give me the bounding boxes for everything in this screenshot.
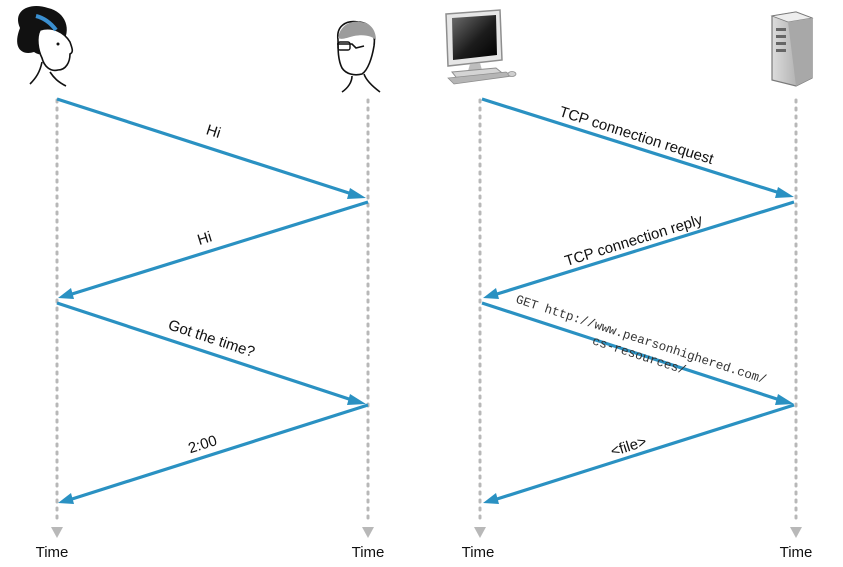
message-hi-2: Hi: [195, 228, 214, 248]
timeline-server: [790, 98, 802, 538]
message-tcp-reply: TCP connection reply: [563, 211, 705, 270]
time-label-woman: Time: [36, 544, 69, 561]
timeline-client: [474, 98, 486, 538]
arrow-hi-2: [58, 200, 369, 299]
timeline-man: [362, 98, 374, 538]
arrow-got-time: [56, 301, 366, 405]
arrow-2-00: [58, 403, 369, 504]
arrow-get-request: [481, 301, 794, 405]
arrow-tcp-reply: [483, 200, 795, 299]
message-tcp-request: TCP connection request: [557, 103, 716, 168]
arrow-hi-1: [56, 97, 366, 199]
time-label-server: Time: [780, 544, 813, 561]
arrow-file: [483, 403, 795, 504]
man-icon: [336, 20, 381, 93]
server-icon: [770, 11, 814, 87]
timeline-woman: [51, 98, 63, 538]
arrow-tcp-request: [481, 97, 794, 198]
time-label-man: Time: [352, 544, 385, 561]
message-hi-1: Hi: [204, 121, 223, 142]
get-request-line-1: GET http://www.pearsonhighered.com/: [514, 293, 768, 387]
woman-icon: [17, 6, 74, 87]
computer-icon: [445, 9, 517, 85]
time-label-client: Time: [462, 544, 495, 561]
